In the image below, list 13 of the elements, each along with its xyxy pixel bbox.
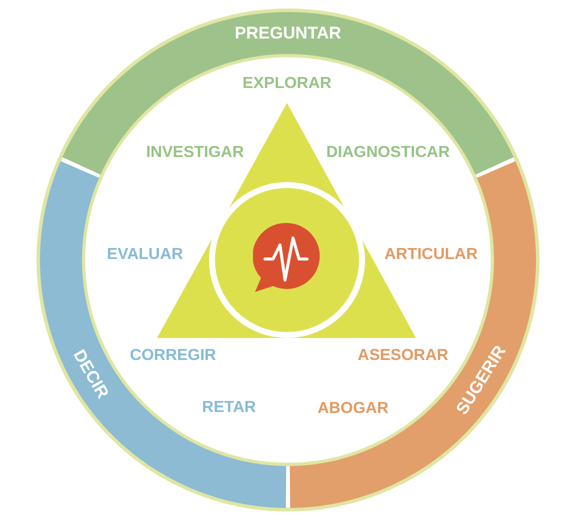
ring-segment	[289, 161, 536, 508]
verb-label: EXPLORAR	[242, 76, 332, 92]
verb-label: CORREGIR	[130, 348, 216, 364]
verb-label: ARTICULAR	[384, 247, 478, 263]
verb-label: INVESTIGAR	[146, 145, 244, 161]
segment-label: PREGUNTAR	[234, 24, 342, 42]
ring-segment	[62, 12, 514, 175]
verb-label: RETAR	[202, 400, 256, 416]
verb-label: ABOGAR	[317, 401, 389, 417]
ring-segment	[40, 161, 287, 508]
verb-label: DIAGNOSTICAR	[326, 145, 450, 161]
verb-label: EVALUAR	[106, 247, 184, 263]
verb-label: ASESORAR	[358, 348, 448, 364]
